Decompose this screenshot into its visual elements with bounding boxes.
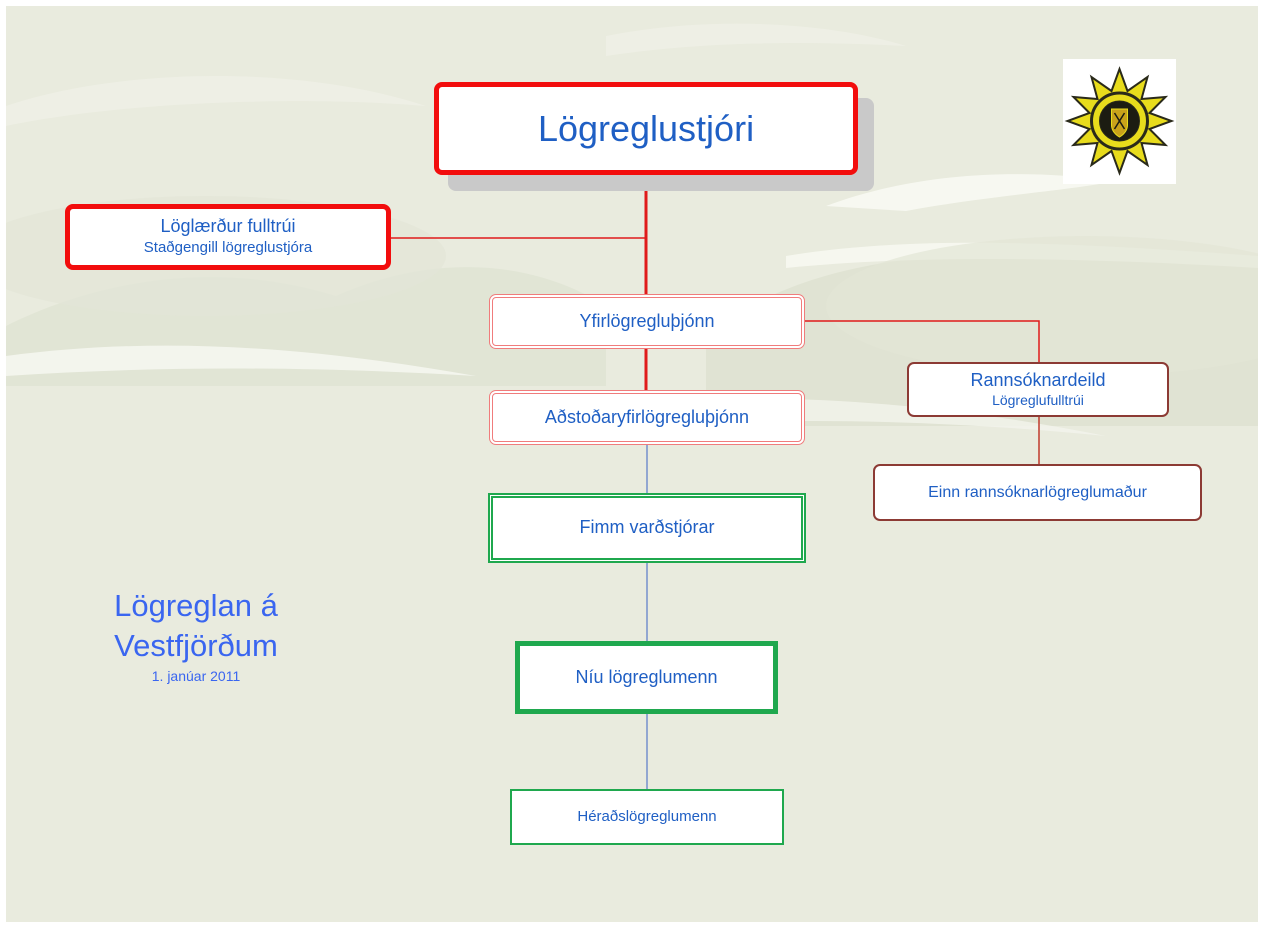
logo: [1063, 59, 1176, 184]
connector-investigation: [805, 320, 1040, 364]
slide: Lögreglustjóri Löglærður fulltrúi Staðge…: [6, 6, 1258, 922]
police-officers-node: Níu lögreglumenn: [515, 641, 778, 714]
superintendent-node: Yfirlögregluþjónn: [489, 294, 805, 349]
police-star-badge-icon: [1064, 66, 1175, 176]
chief-label: Lögreglustjóri: [537, 107, 755, 149]
title-line-1: Lögreglan á: [114, 588, 278, 623]
investigation-sublabel: Lögreglufulltrúi: [992, 392, 1084, 409]
investigation-node: Rannsóknardeild Lögreglufulltrúi: [907, 362, 1169, 417]
shift-supervisors-label: Fimm varðstjórar: [579, 517, 715, 538]
detective-node: Einn rannsóknarlögreglumaður: [873, 464, 1202, 521]
legal-officer-label: Löglærður fulltrúi: [160, 216, 296, 237]
shift-supervisors-node: Fimm varðstjórar: [488, 493, 806, 563]
detective-label: Einn rannsóknarlögreglumaður: [928, 483, 1147, 501]
investigation-label: Rannsóknardeild: [970, 369, 1106, 390]
police-officers-label: Níu lögreglumenn: [575, 666, 718, 687]
assistant-superintendent-label: Aðstoðaryfirlögregluþjónn: [544, 406, 750, 427]
chief-node: Lögreglustjóri: [434, 82, 858, 175]
legal-officer-node: Löglærður fulltrúi Staðgengill lögreglus…: [65, 204, 391, 270]
superintendent-label: Yfirlögregluþjónn: [579, 310, 715, 331]
slide-title: Lögreglan á Vestfjörðum 1. janúar 2011: [46, 586, 346, 686]
legal-officer-sublabel: Staðgengill lögreglustjóra: [143, 239, 313, 257]
district-officers-node: Héraðslögreglumenn: [510, 789, 784, 845]
title-line-2: Vestfjörðum: [114, 628, 278, 663]
assistant-superintendent-node: Aðstoðaryfirlögregluþjónn: [489, 390, 805, 445]
district-officers-label: Héraðslögreglumenn: [577, 808, 717, 825]
title-date: 1. janúar 2011: [151, 668, 241, 684]
